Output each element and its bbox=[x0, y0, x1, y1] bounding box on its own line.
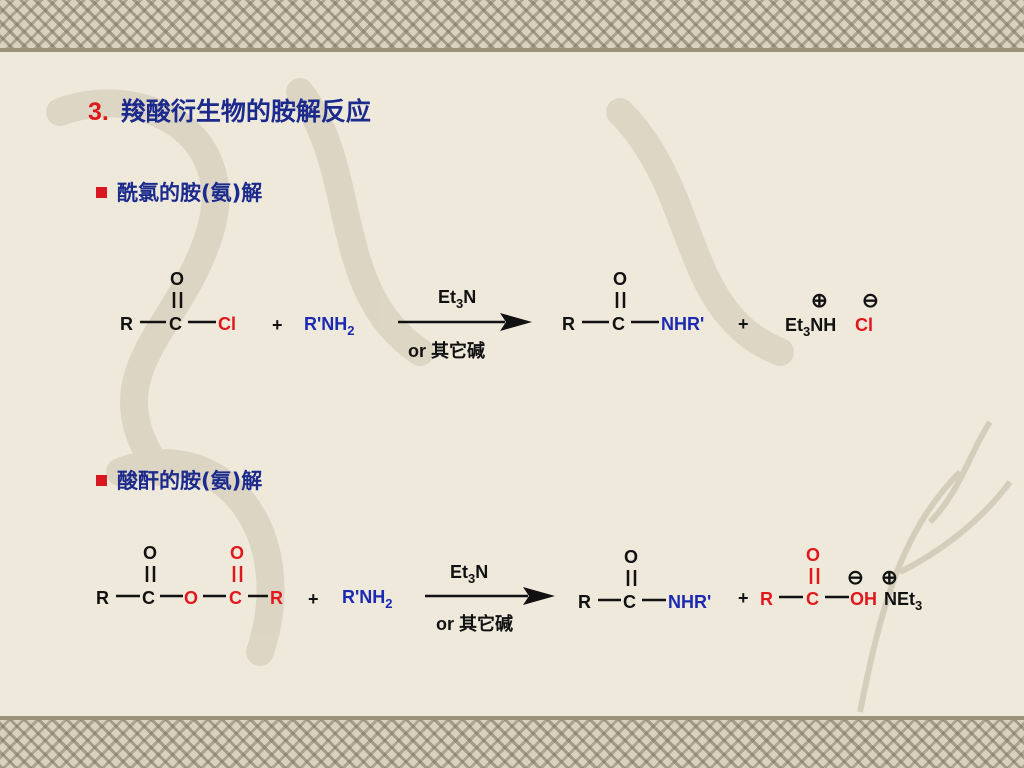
arrow-head-icon bbox=[500, 313, 532, 331]
r2-C1: C bbox=[142, 588, 155, 608]
r2-p2-OH: OH bbox=[850, 589, 877, 609]
r2-O2: O bbox=[230, 543, 244, 563]
r1-product-C: C bbox=[612, 314, 625, 334]
r1-O: O bbox=[170, 269, 184, 289]
r1-plus: + bbox=[272, 315, 283, 335]
title-number: 3. bbox=[88, 98, 109, 126]
r2-O1: O bbox=[143, 543, 157, 563]
plus-charge-icon: ⊕ bbox=[811, 290, 828, 312]
section-label: 酰氯的胺(氨)解 bbox=[117, 181, 263, 205]
r2-C2: C bbox=[229, 588, 242, 608]
page-title: 3. 羧酸衍生物的胺解反应 bbox=[88, 92, 371, 128]
r2-plus2: + bbox=[738, 588, 749, 608]
r2-condition: or 其它碱 bbox=[436, 613, 513, 634]
r2-p1-R: R bbox=[578, 592, 591, 612]
r1-salt-anion: Cl bbox=[855, 315, 873, 335]
r1-C: C bbox=[169, 314, 182, 334]
r2-plus: + bbox=[308, 589, 319, 609]
r1-R: R bbox=[120, 314, 133, 334]
r1-product-R: R bbox=[562, 314, 575, 334]
r2-p2-C: C bbox=[806, 589, 819, 609]
r2-O-bridge: O bbox=[184, 588, 198, 608]
r1-product-group: NHR' bbox=[661, 314, 704, 334]
r2-R2: R bbox=[270, 588, 283, 608]
r2-p2-O: O bbox=[806, 545, 820, 565]
r2-p2-base: NEt3 bbox=[884, 589, 922, 613]
minus-charge-icon: ⊖ bbox=[862, 290, 879, 312]
r2-p1-C: C bbox=[623, 592, 636, 612]
r1-plus2: + bbox=[738, 314, 749, 334]
r1-Cl: Cl bbox=[218, 314, 236, 334]
r1-salt: Et3NH bbox=[785, 315, 836, 339]
bottom-border bbox=[0, 716, 1024, 768]
r2-p2-R: R bbox=[760, 589, 773, 609]
top-border bbox=[0, 0, 1024, 52]
minus-charge-icon: ⊖ bbox=[847, 567, 864, 589]
r2-amine: R'NH2 bbox=[342, 587, 393, 611]
plus-charge-icon: ⊕ bbox=[881, 567, 898, 589]
section-anhydride: 酸酐的胺(氨)解 bbox=[96, 465, 262, 495]
r2-p1-group: NHR' bbox=[668, 592, 711, 612]
r1-amine: R'NH2 bbox=[304, 314, 355, 338]
r2-p1-O: O bbox=[624, 547, 638, 567]
r1-reagent: Et3N bbox=[438, 287, 476, 311]
r1-product-O: O bbox=[613, 269, 627, 289]
arrow-head-icon bbox=[523, 587, 555, 605]
section-label: 酸酐的胺(氨)解 bbox=[117, 469, 263, 493]
bullet-square-icon bbox=[96, 474, 107, 486]
reaction-1: R C O Cl + R'NH2 Et3N or 其它碱 R C O NHR' … bbox=[120, 269, 879, 361]
title-text: 羧酸衍生物的胺解反应 bbox=[120, 97, 371, 126]
bullet-square-icon bbox=[96, 186, 107, 198]
background-calligraphy bbox=[46, 78, 1013, 713]
reaction-2: R C O O C O R + R'NH2 Et3N or 其它碱 R C O … bbox=[96, 543, 922, 634]
r1-condition: or 其它碱 bbox=[408, 340, 485, 361]
r2-R1: R bbox=[96, 588, 109, 608]
r2-reagent: Et3N bbox=[450, 562, 488, 586]
section-acyl-chloride: 酰氯的胺(氨)解 bbox=[96, 177, 262, 207]
